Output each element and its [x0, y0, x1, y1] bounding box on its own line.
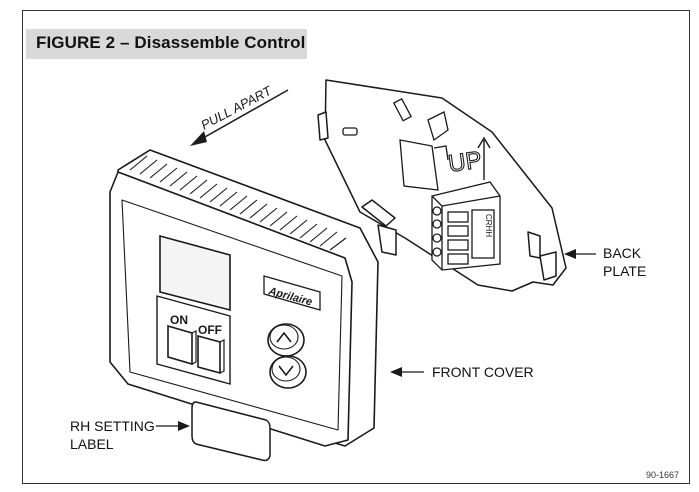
terminal-block — [431, 181, 501, 271]
front-cover-callout: FRONT COVER — [432, 364, 534, 380]
pull-apart-arrow — [190, 89, 289, 146]
pull-apart-callout: PULL APART — [198, 82, 274, 132]
down-arrow-button[interactable] — [269, 355, 307, 389]
terminal-letters: CRHH — [484, 214, 493, 237]
figure-title-bar — [26, 29, 307, 59]
back-plate — [317, 79, 567, 292]
chevron-down-icon — [278, 365, 294, 377]
rh-label-leader — [156, 421, 190, 431]
up-marking: UP — [447, 146, 484, 177]
top-vents — [129, 155, 347, 251]
figure-title: FIGURE 2 – Disassemble Control — [36, 33, 306, 52]
off-button[interactable] — [197, 334, 225, 375]
display-window — [159, 234, 231, 312]
front-cover — [109, 149, 379, 447]
up-marking-arrow — [477, 136, 491, 180]
front-cover-leader — [390, 367, 424, 377]
rh-label-callout-line2: LABEL — [70, 436, 114, 452]
back-plate-callout-line1: BACK — [603, 245, 642, 261]
on-button[interactable] — [167, 324, 197, 366]
back-plate-leader — [564, 249, 596, 259]
rh-setting-label-sticker — [191, 401, 271, 462]
back-plate-callout-line2: PLATE — [603, 263, 647, 279]
chevron-up-icon — [276, 331, 292, 343]
on-button-label: ON — [170, 313, 188, 327]
back-plate-slots — [342, 97, 449, 191]
drawing-code: 90-1667 — [645, 470, 679, 480]
off-button-label: OFF — [198, 323, 222, 337]
rh-label-callout-line1: RH SETTING — [70, 418, 155, 434]
up-arrow-button[interactable] — [267, 323, 305, 357]
